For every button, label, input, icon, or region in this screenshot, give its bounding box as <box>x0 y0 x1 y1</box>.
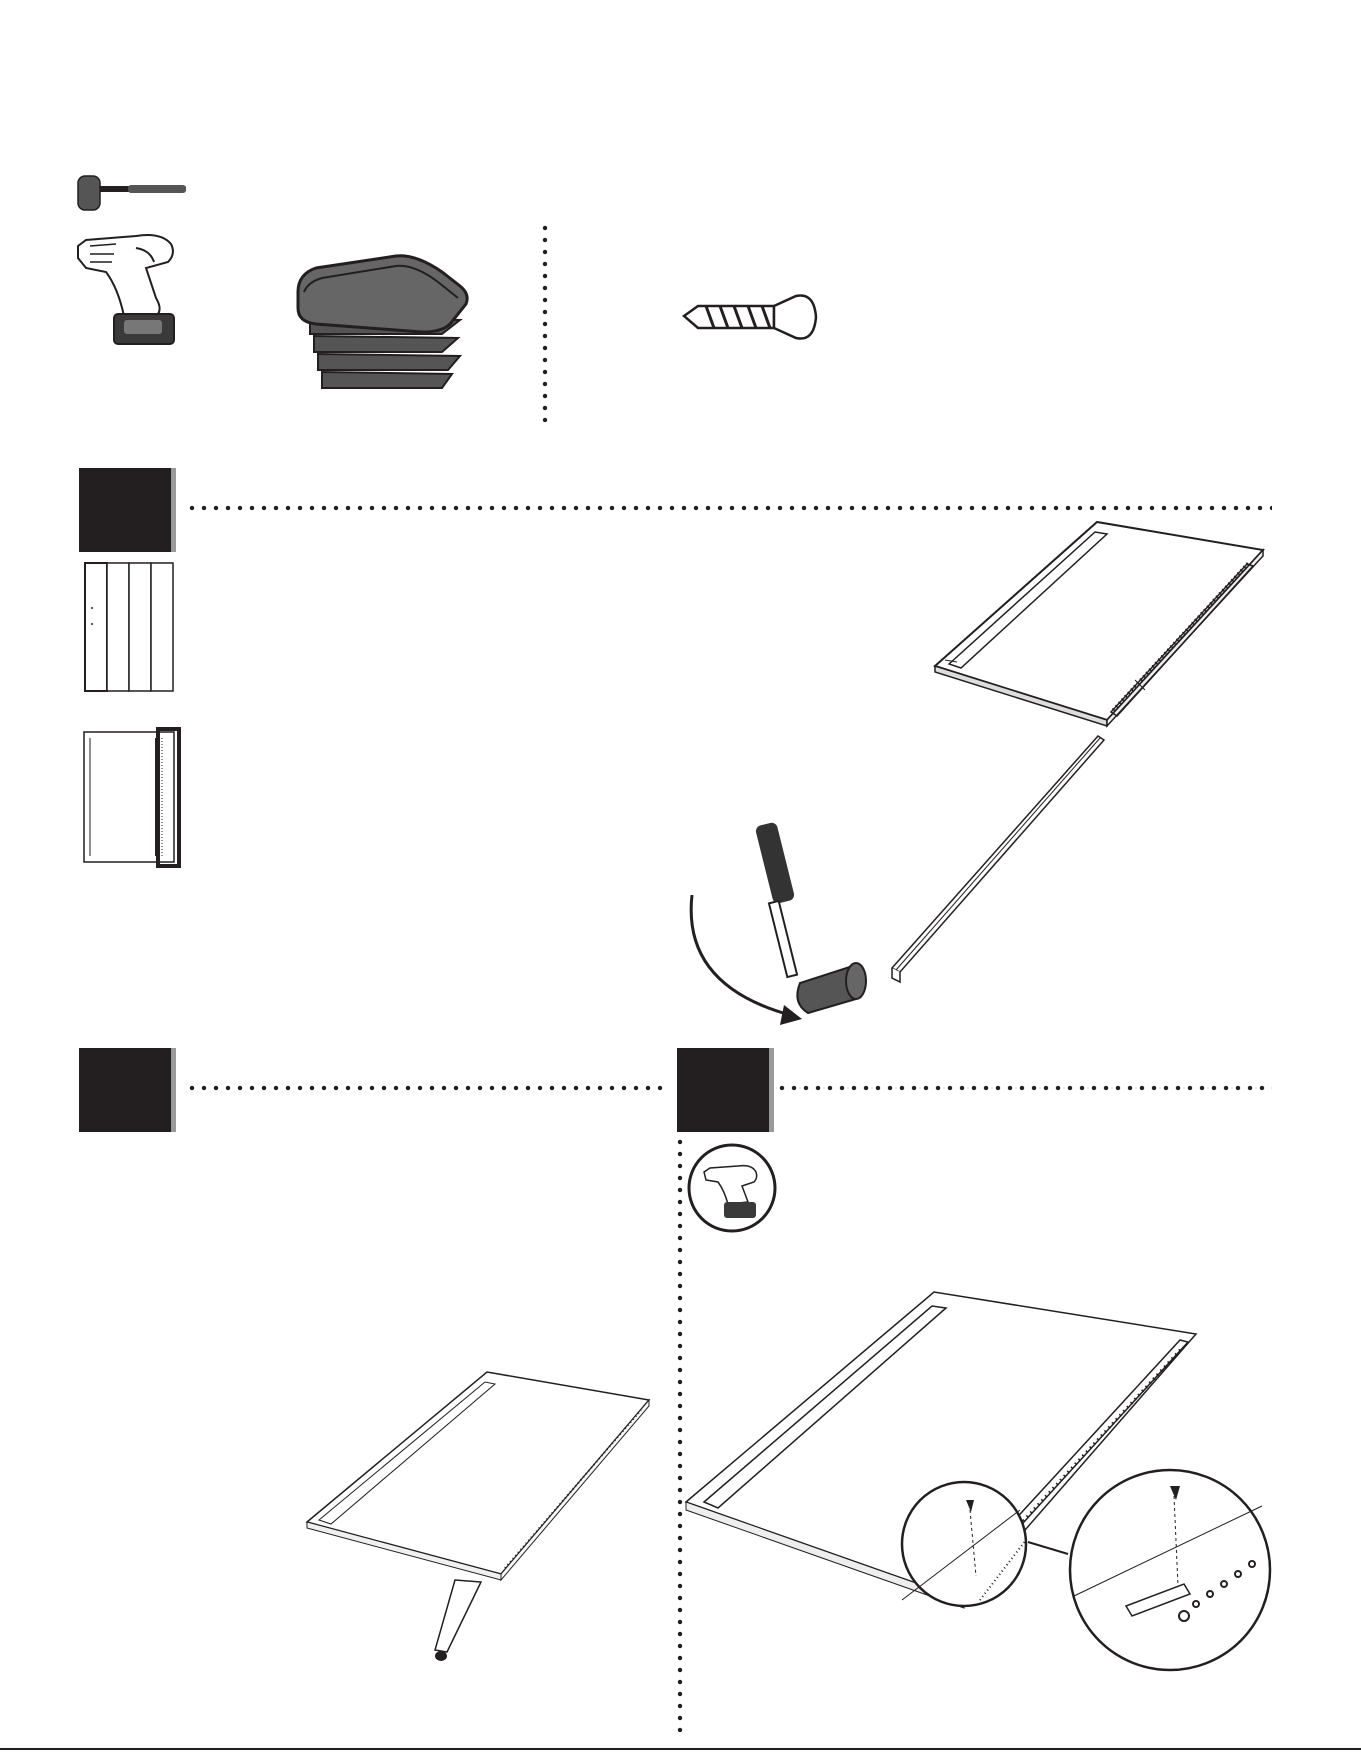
rail-illustration-a <box>890 730 1110 990</box>
detail-connector-line <box>1028 1538 1068 1558</box>
mallet-icon <box>78 176 188 216</box>
detail-circle-large <box>1066 1466 1276 1676</box>
panel-illustration-b <box>305 1370 655 1650</box>
end-cap-icon <box>292 252 477 402</box>
screw-icon <box>684 292 824 342</box>
panel-set-thumbnail <box>84 562 176 694</box>
drill-icon-circled <box>686 1142 778 1234</box>
panel-edge-thumbnail <box>82 728 182 868</box>
step-b-dotted-rule <box>186 1085 666 1091</box>
step-c-dotted-margin <box>677 1136 683 1732</box>
panel-illustration-a <box>935 520 1265 730</box>
hardware-divider <box>542 222 548 422</box>
step-a-dotted-rule <box>186 505 1272 511</box>
step-a-number-box <box>79 468 171 552</box>
step-c-number-box <box>677 1048 769 1132</box>
step-c-dotted-rule <box>776 1085 1272 1091</box>
step-b-number-box <box>79 1048 171 1132</box>
detail-circle-small <box>900 1480 1030 1610</box>
mallet-strike-illustration <box>680 815 880 1035</box>
footer-rule <box>0 1748 1361 1750</box>
drill-icon <box>76 228 186 348</box>
